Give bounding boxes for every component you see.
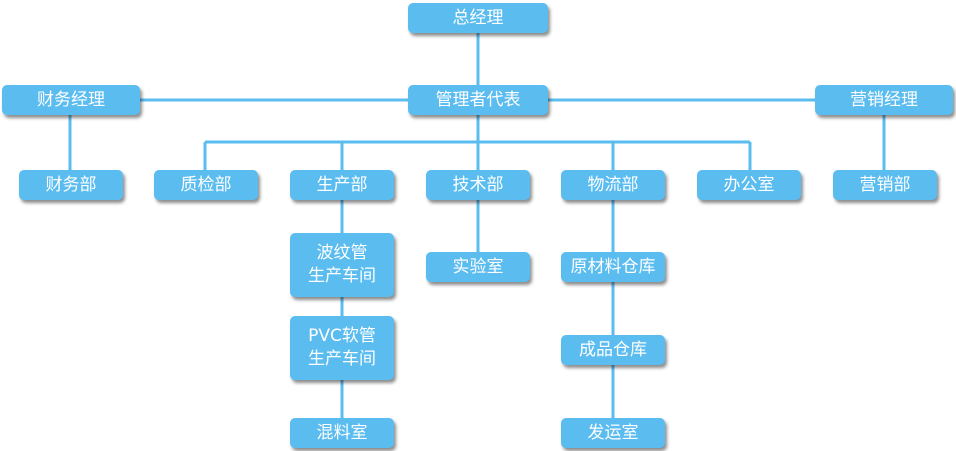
node-finished-warehouse: 成品仓库 <box>561 335 665 365</box>
node-pvc-workshop: PVC软管 生产车间 <box>290 316 394 380</box>
node-office: 办公室 <box>697 170 801 200</box>
node-qc-dept: 质检部 <box>154 170 258 200</box>
node-lab: 实验室 <box>426 252 530 282</box>
node-sales-dept: 营销部 <box>833 170 937 200</box>
node-tech-dept: 技术部 <box>426 170 530 200</box>
node-sales-manager: 营销经理 <box>815 85 953 115</box>
node-finance-manager: 财务经理 <box>2 85 140 115</box>
node-logistics-dept: 物流部 <box>561 170 665 200</box>
node-production-dept: 生产部 <box>290 170 394 200</box>
node-management-rep: 管理者代表 <box>408 85 548 115</box>
node-general-manager: 总经理 <box>408 3 548 33</box>
node-corrugated-workshop: 波纹管 生产车间 <box>290 233 394 297</box>
node-finance-dept: 财务部 <box>19 170 123 200</box>
node-shipping-room: 发运室 <box>561 418 665 448</box>
node-raw-warehouse: 原材料仓库 <box>561 252 665 282</box>
node-mixing-room: 混料室 <box>290 418 394 448</box>
